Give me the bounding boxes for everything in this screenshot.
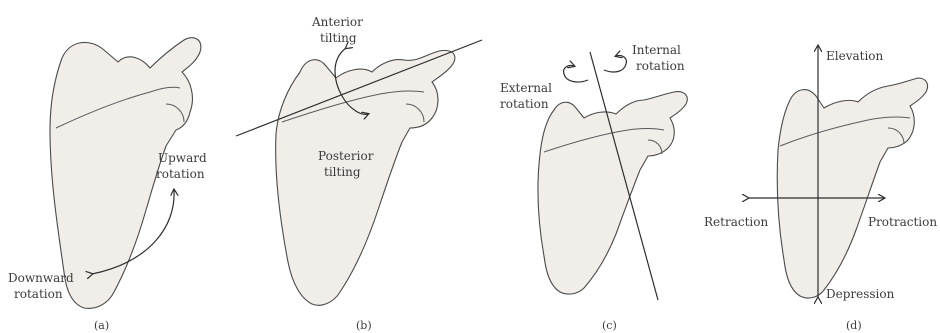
panel-d: Elevation Retraction Protraction Depress… xyxy=(704,46,937,332)
label-elevation: Elevation xyxy=(826,49,884,63)
label-downward: Downward xyxy=(8,271,74,285)
panel-c: Internal rotation External rotation (c) xyxy=(500,43,687,332)
label-posterior-tilting: tilting xyxy=(324,165,361,179)
label-posterior: Posterior xyxy=(318,149,374,163)
scapula-d xyxy=(777,78,927,298)
label-depression: Depression xyxy=(826,287,895,301)
caption-b: (b) xyxy=(356,319,372,332)
caption-d: (d) xyxy=(846,319,862,332)
internal-arc-c xyxy=(604,55,626,72)
scapula-b xyxy=(276,50,455,305)
label-protraction: Protraction xyxy=(868,215,937,229)
label-external-rotation: rotation xyxy=(500,97,549,111)
external-arc-c xyxy=(564,65,588,82)
label-internal: Internal xyxy=(632,43,681,57)
label-external: External xyxy=(500,81,552,95)
caption-a: (a) xyxy=(94,319,109,332)
label-upward-rotation: rotation xyxy=(156,167,205,181)
label-upward: Upward xyxy=(158,151,207,165)
caption-c: (c) xyxy=(602,319,617,332)
label-retraction: Retraction xyxy=(704,215,768,229)
label-anterior-tilting: tilting xyxy=(320,31,357,45)
panel-b: Anterior tilting Posterior tilting (b) xyxy=(236,15,482,332)
label-internal-rotation: rotation xyxy=(636,59,685,73)
label-downward-rotation: rotation xyxy=(14,287,63,301)
scapula-c xyxy=(538,92,687,294)
label-anterior: Anterior xyxy=(311,15,363,29)
panel-a: Upward rotation Downward rotation (a) xyxy=(8,38,207,332)
